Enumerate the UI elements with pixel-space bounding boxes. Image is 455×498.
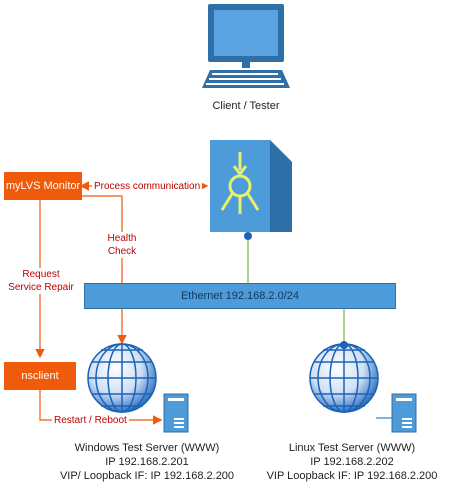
linux-server-ip: IP 192.168.2.202 (310, 456, 394, 468)
restart-reboot-label: Restart / Reboot (52, 414, 129, 427)
ethernet-segment: Ethernet 192.168.2.0/24 (84, 283, 396, 309)
request-service-repair-line2: Service Repair (8, 282, 74, 293)
load-balancer-icon (210, 140, 292, 240)
windows-server-ip: IP 192.168.2.201 (105, 456, 189, 468)
windows-server-caption: Windows Test Server (WWW) IP 192.168.2.2… (42, 441, 252, 483)
windows-server-icon (163, 393, 189, 433)
client-computer-icon (202, 4, 290, 88)
health-check-label: Health Check (101, 232, 143, 258)
mylvs-monitor-box: myLVS Monitor (4, 172, 82, 200)
request-service-repair-label: Request Service Repair (4, 268, 78, 294)
windows-server-name: Windows Test Server (WWW) (74, 442, 220, 454)
client-label: Client / Tester (212, 100, 280, 112)
windows-server-vip: VIP/ Loopback IF: IP 192.168.2.200 (59, 470, 235, 482)
health-check-line1: Health (107, 233, 137, 244)
process-communication-label: Process communication (92, 180, 203, 193)
mylvs-monitor-label: myLVS Monitor (5, 180, 81, 192)
nsclient-box: nsclient (4, 362, 76, 390)
linux-globe-icon (309, 341, 379, 413)
linux-server-icon (376, 393, 417, 433)
linux-server-caption: Linux Test Server (WWW) IP 192.168.2.202… (252, 441, 452, 483)
request-service-repair-line1: Request (22, 269, 60, 280)
windows-globe-icon (87, 343, 157, 413)
nsclient-label: nsclient (21, 370, 59, 382)
ethernet-label: Ethernet 192.168.2.0/24 (180, 290, 300, 302)
health-check-arrow (80, 195, 127, 345)
linux-server-vip: VIP Loopback IF: IP 192.168.2.200 (266, 470, 438, 482)
health-check-line2: Check (107, 246, 137, 257)
linux-server-name: Linux Test Server (WWW) (288, 442, 416, 454)
